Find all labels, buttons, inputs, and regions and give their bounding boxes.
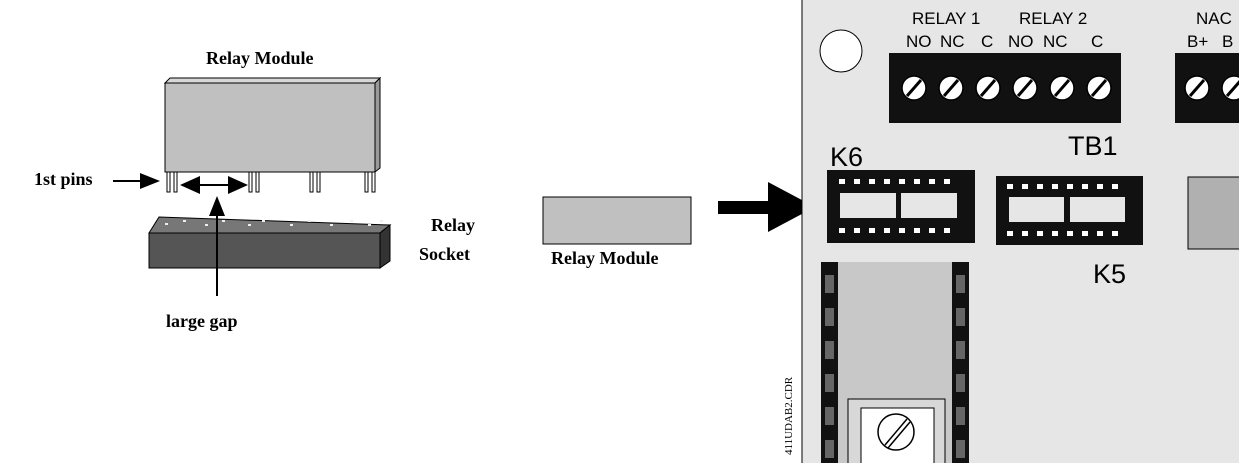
- k6-relay-socket: [827, 170, 975, 243]
- tb1-label: TB1: [1068, 131, 1118, 161]
- relay-module-pins: [166, 171, 376, 193]
- relay1-terminal-nc: NC: [940, 32, 965, 51]
- tb1-screw-terminals: [901, 75, 1112, 101]
- insert-arrow: [718, 182, 815, 232]
- relay-socket: [148, 216, 392, 269]
- relay2-label: RELAY 2: [1019, 9, 1087, 28]
- relay-module-label: Relay Module: [206, 48, 314, 68]
- k6-label: K6: [830, 142, 863, 172]
- tb1-terminal-block: [889, 53, 1121, 123]
- first-pins-arrow: [113, 173, 160, 189]
- nac-label: NAC: [1196, 9, 1232, 28]
- relay-module-side-view: [163, 76, 382, 174]
- k5-label: K5: [1093, 259, 1126, 289]
- k5-relay-socket: [996, 176, 1143, 245]
- large-gap-double-arrow: [180, 176, 248, 194]
- nac-terminal-b: B: [1222, 32, 1233, 51]
- middle-relay-module-label: Relay Module: [551, 248, 659, 268]
- relay1-terminal-c: C: [981, 32, 993, 51]
- relay1-label: RELAY 1: [912, 9, 980, 28]
- nac-terminal-bplus: B+: [1187, 32, 1208, 51]
- large-gap-pointer-arrow: [209, 196, 225, 296]
- potentiometer: [847, 398, 946, 463]
- relay2-terminal-c: C: [1091, 32, 1103, 51]
- relay-socket-label-line1: Relay: [431, 215, 475, 235]
- relay1-terminal-no: NO: [906, 32, 932, 51]
- drawing-file-label: 411UDAB2.CDR: [783, 376, 795, 455]
- large-gap-label: large gap: [166, 311, 238, 331]
- relay-module-top-view: [542, 196, 692, 245]
- relay-socket-label-line2: Socket: [419, 244, 470, 264]
- board-component: [1187, 176, 1239, 250]
- relay2-terminal-no: NO: [1008, 32, 1034, 51]
- mounting-hole: [819, 29, 863, 73]
- nac-screw-terminals: [1184, 75, 1239, 101]
- first-pins-label: 1st pins: [34, 169, 93, 189]
- relay2-terminal-nc: NC: [1043, 32, 1068, 51]
